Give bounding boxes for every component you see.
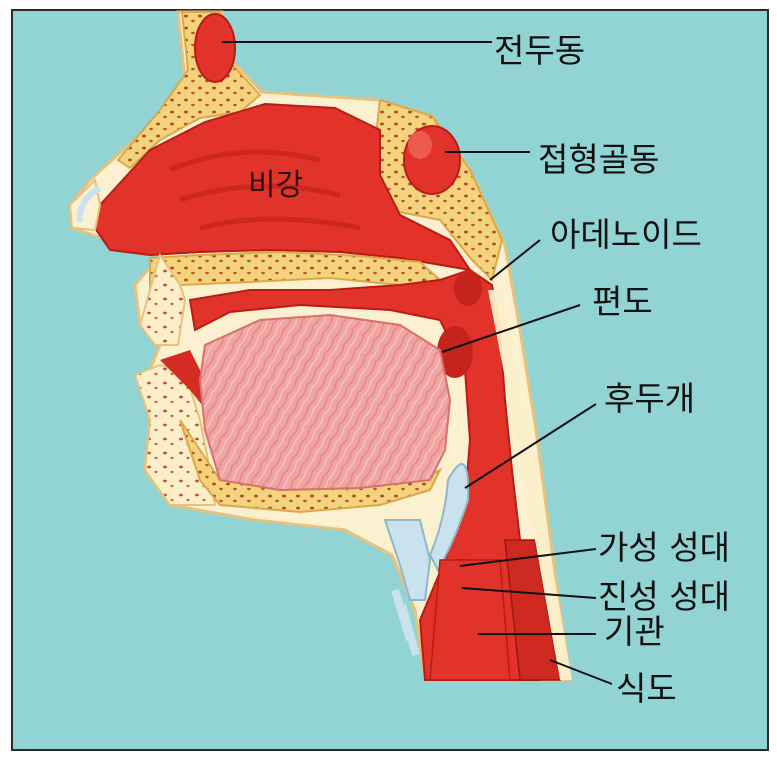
label-trachea: 기관 (604, 612, 665, 651)
label-true-vocal-cord: 진성 성대 (598, 577, 730, 616)
label-nasal-cavity: 비강 (248, 168, 303, 203)
adenoid-shape (454, 270, 482, 306)
sphenoid-sinus-inner (408, 131, 432, 159)
label-esophagus: 식도 (616, 669, 677, 708)
label-false-vocal-cord: 가성 성대 (598, 528, 730, 567)
frontal-sinus-shape (195, 14, 235, 82)
trachea-tube (430, 560, 510, 680)
tongue-shape (200, 315, 450, 490)
label-frontal-sinus: 전두동 (494, 31, 585, 70)
label-sphenoid-sinus: 접형골동 (538, 140, 659, 179)
label-adenoid: 아데노이드 (550, 215, 702, 254)
label-epiglottis: 후두개 (604, 379, 695, 418)
label-tonsil: 편도 (592, 282, 653, 321)
